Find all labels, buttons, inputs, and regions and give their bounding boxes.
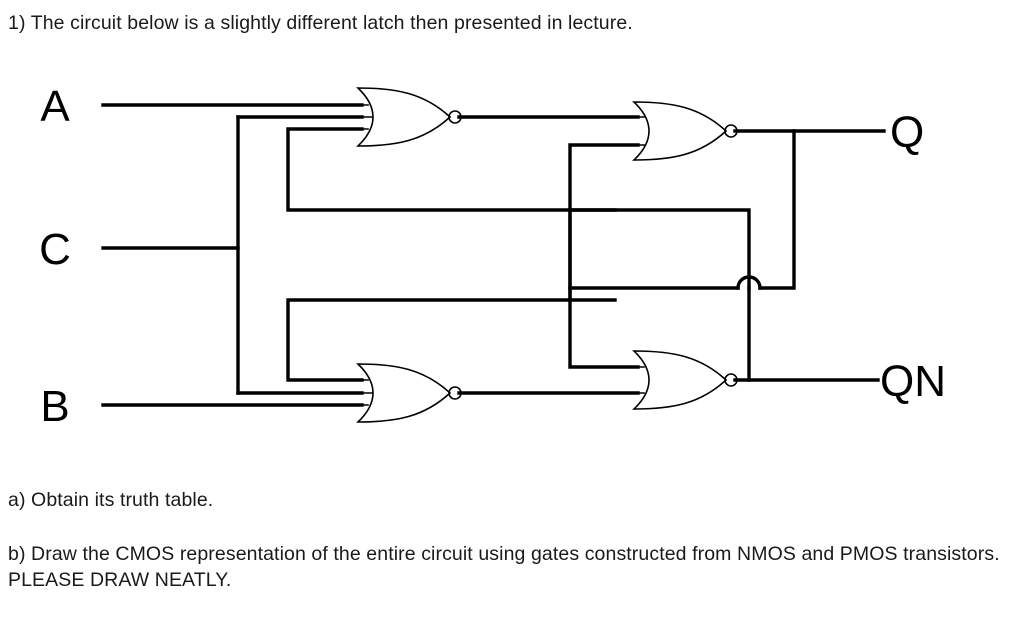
wire-qn-feedback-to-nor1 — [286, 127, 617, 212]
wire-nor2-lower-input — [568, 143, 640, 302]
nor2-bubble — [724, 124, 738, 138]
nor3-body — [355, 363, 452, 423]
top-left-nor-gate — [339, 87, 462, 147]
bottom-right-nor-gate — [615, 350, 738, 410]
wire-q-feedback-to-nor3 — [286, 298, 617, 382]
wire-qn-to-upper-rail — [568, 208, 751, 290]
output-label-qn: QN — [880, 357, 946, 406]
part-a-statement: a) Obtain its truth table. — [8, 489, 214, 511]
nor2-body — [631, 101, 728, 161]
nor2-input-leads — [615, 116, 645, 146]
nor3-input-leads — [339, 379, 373, 406]
input-label-c: C — [39, 225, 71, 274]
part-b-statement: b) Draw the CMOS representation of the e… — [8, 543, 1011, 591]
question-statement: 1) The circuit below is a slightly diffe… — [8, 12, 633, 34]
nor4-body — [631, 350, 728, 410]
nor1-input-leads — [339, 104, 373, 130]
wire-q-node-drop — [758, 129, 796, 290]
top-right-nor-gate — [615, 101, 738, 161]
nor4-bubble — [724, 373, 738, 387]
input-label-b: B — [40, 382, 69, 431]
nor1-body — [355, 87, 452, 147]
bottom-left-nor-gate — [339, 363, 462, 423]
nor4-input-leads — [615, 366, 645, 394]
nor3-bubble — [448, 386, 462, 400]
nor1-bubble — [448, 110, 462, 124]
input-label-a: A — [40, 82, 70, 131]
circuit-diagram: A C B Q QN — [0, 55, 1024, 475]
output-label-q: Q — [890, 108, 924, 157]
